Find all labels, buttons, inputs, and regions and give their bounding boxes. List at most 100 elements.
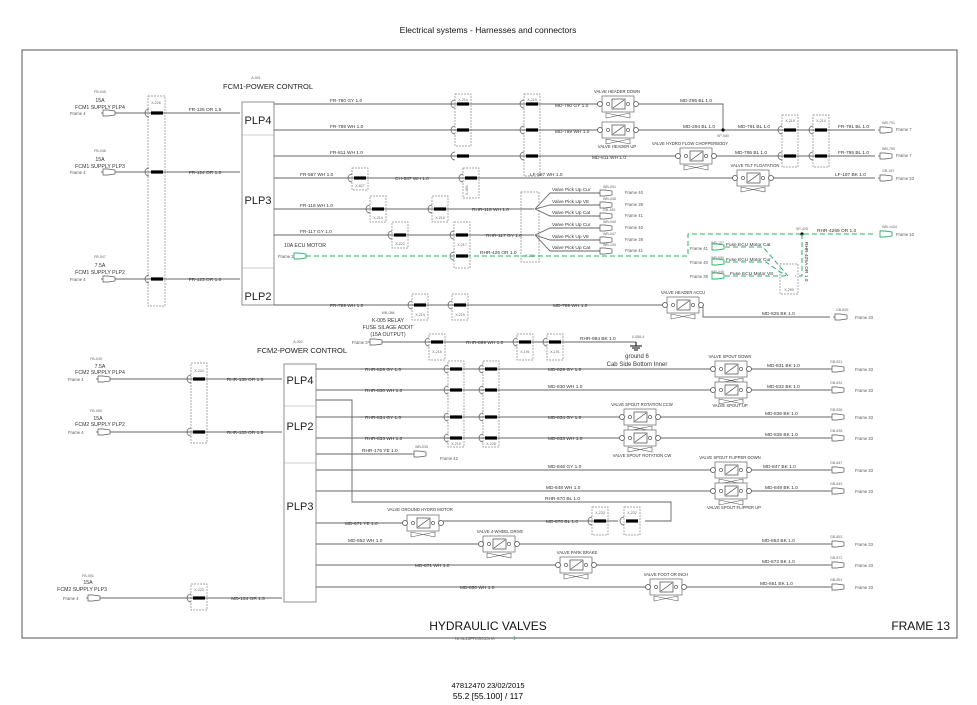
svg-text:10A ECU MOTOR: 10A ECU MOTOR: [284, 243, 326, 249]
fuse-fcm1-plp2: FB-047 7.5A FCM1 SUPPLY PLP2 Frame 4 FR-…: [70, 255, 240, 283]
drawing-reference: NHIL13FR00013HA: [455, 636, 495, 641]
svg-text:Frame 33: Frame 33: [855, 489, 874, 494]
svg-text:LF-187 BK 1.0: LF-187 BK 1.0: [835, 172, 866, 178]
svg-text:GB-849: GB-849: [830, 482, 842, 486]
svg-text:FB-049: FB-049: [90, 357, 102, 361]
svg-text:Frame 33: Frame 33: [855, 563, 874, 568]
svg-text:MD-811 WH 1.0: MD-811 WH 1.0: [592, 155, 626, 161]
svg-text:GB-847: GB-847: [830, 461, 842, 465]
svg-text:RHR-135 OR 1.5: RHR-135 OR 1.5: [227, 377, 264, 383]
section-title: HYDRAULIC VALVES: [429, 619, 547, 633]
svg-text:FCM1 SUPPLY PLP4: FCM1 SUPPLY PLP4: [75, 105, 125, 111]
svg-text:MD-671 YE 1.0: MD-671 YE 1.0: [345, 521, 378, 527]
circuit-foot-inch: MD-850 WH 1.0 VALVE FOOT OR INCH MD-851 …: [316, 572, 874, 602]
svg-text:15A: 15A: [95, 98, 105, 104]
circuit-pickup-1: FR-118 WH 1.0 X-214 X-215 RHR-118 WH 1.0…: [274, 185, 644, 263]
revision: 1: [513, 636, 516, 642]
svg-text:MD-825 BK 1.0: MD-825 BK 1.0: [762, 311, 795, 317]
svg-text:MD-789 WH 1.0: MD-789 WH 1.0: [555, 129, 590, 135]
svg-text:VALVE SPOUT FLIPPER UP: VALVE SPOUT FLIPPER UP: [707, 505, 761, 510]
svg-text:15A: 15A: [93, 416, 103, 422]
svg-text:ground 6: ground 6: [625, 354, 649, 360]
svg-text:WB-049: WB-049: [603, 220, 616, 224]
svg-text:X-214: X-214: [415, 313, 425, 317]
svg-text:RHR-425 OR 1.0: RHR-425 OR 1.0: [480, 250, 517, 256]
svg-text:Frame 33: Frame 33: [855, 468, 874, 473]
svg-text:Frame 33: Frame 33: [896, 176, 915, 181]
svg-text:FCM1 SUPPLY PLP3: FCM1 SUPPLY PLP3: [75, 164, 125, 170]
svg-text:15A: 15A: [95, 157, 105, 163]
svg-text:Frame 40: Frame 40: [625, 225, 644, 230]
svg-text:(15A OUTPUT): (15A OUTPUT): [370, 332, 405, 338]
svg-text:7.5A: 7.5A: [95, 263, 106, 269]
svg-text:Frame 2: Frame 2: [278, 254, 294, 259]
svg-text:Frame 40: Frame 40: [690, 260, 709, 265]
svg-text:FR-118 WH 1.0: FR-118 WH 1.0: [300, 203, 333, 209]
svg-text:GB-831: GB-831: [830, 360, 842, 364]
svg-text:FR-790 GY 1.0: FR-790 GY 1.0: [330, 98, 363, 104]
svg-text:VALVE TILT FLOATATION: VALVE TILT FLOATATION: [731, 163, 780, 168]
svg-text:X-191: X-191: [550, 350, 560, 354]
svg-text:X-214: X-214: [816, 119, 826, 123]
svg-text:FB-051: FB-051: [82, 574, 94, 578]
svg-text:15A: 15A: [83, 580, 93, 586]
svg-text:RHR-830 WH 1.0: RHR-830 WH 1.0: [365, 388, 403, 394]
svg-text:X-233: X-233: [595, 511, 605, 515]
svg-text:VALVE HEADER UP: VALVE HEADER UP: [598, 144, 637, 149]
svg-text:X-217: X-217: [457, 243, 467, 247]
svg-text:MD-849 BK 1.0: MD-849 BK 1.0: [765, 485, 798, 491]
fuse-fcm1-plp4: FB-045 15A FCM1 SUPPLY PLP4 Frame 4 FR-1…: [70, 90, 240, 117]
fcm1-plp4: PLP4: [245, 115, 272, 127]
svg-text:MD-834 GY 1.0: MD-834 GY 1.0: [548, 415, 582, 421]
frame-number: FRAME 13: [891, 619, 950, 633]
svg-text:RHR-834 GY 1.0: RHR-834 GY 1.0: [365, 415, 402, 421]
svg-text:WB-1424: WB-1424: [882, 225, 897, 229]
svg-text:X-215: X-215: [435, 216, 445, 220]
svg-text:Frame 41: Frame 41: [625, 213, 644, 218]
svg-text:FR-799 WH 1.0: FR-799 WH 1.0: [330, 303, 364, 309]
circuit-header-down: FR-790 GY 1.0 X-214 X-219 MD-790 GY 1.0 …: [274, 89, 724, 177]
svg-text:MD-831 BK 1.0: MD-831 BK 1.0: [767, 363, 800, 369]
svg-text:RHR-133 OR 1.5: RHR-133 OR 1.5: [227, 430, 264, 436]
svg-text:Valve Pick Up Cat: Valve Pick Up Cat: [552, 245, 591, 251]
circuit-hydro-flow: FR-811 WH 1.0 MD-811 WH 1.0 VALVE HYDRO …: [274, 141, 912, 171]
circuit-rhr176: RHR-176 YE 1.0 WB-035 Frame 42: [316, 445, 459, 461]
svg-text:FR-117 GY 1.0: FR-117 GY 1.0: [300, 229, 332, 235]
svg-text:Frame 4: Frame 4: [70, 111, 86, 116]
svg-text:MD-848 WH 1.0: MD-848 WH 1.0: [546, 485, 581, 491]
svg-text:Frame 4: Frame 4: [70, 170, 86, 175]
circuit-spout-down: RHR-829 GY 1.0 MD-829 GY 1.0 VALVE SPOUT…: [316, 354, 874, 384]
svg-text:Valve Pick Up Cat: Valve Pick Up Cat: [552, 210, 591, 216]
svg-text:MD-134 OR 1.5: MD-134 OR 1.5: [231, 596, 265, 602]
svg-text:FB-047: FB-047: [94, 255, 106, 259]
svg-text:Cab Side Bottom Inner: Cab Side Bottom Inner: [607, 362, 668, 368]
svg-text:Frame 4: Frame 4: [63, 596, 79, 601]
svg-text:MD-295 BL 1.0: MD-295 BL 1.0: [680, 98, 712, 104]
connector-x224: [190, 362, 208, 444]
svg-text:MD-829 GY 1.0: MD-829 GY 1.0: [548, 367, 582, 373]
svg-text:X-226: X-226: [151, 101, 161, 105]
svg-text:WB-795: WB-795: [882, 147, 895, 151]
svg-text:WB-050: WB-050: [711, 256, 724, 260]
fuse-fcm2-plp2: FB-050 15A FCM2 SUPPLY PLP2 Frame 4 RHR-…: [68, 409, 282, 436]
svg-text:WB-035: WB-035: [415, 445, 428, 449]
svg-text:MD-670 BL 1.0: MD-670 BL 1.0: [546, 519, 578, 525]
svg-text:X-083: X-083: [465, 185, 469, 195]
svg-text:FB-045: FB-045: [94, 90, 106, 94]
circuit-flipper-up: MD-848 WH 1.0 VALVE SPOUT FLIPPER UP MD-…: [316, 482, 874, 510]
fcm1-name: FCM1-POWER CONTROL: [223, 82, 313, 91]
svg-text:A-902: A-902: [293, 340, 303, 344]
svg-text:RHR-994 BK 1.0: RHR-994 BK 1.0: [580, 336, 616, 342]
svg-text:X-827: X-827: [355, 184, 365, 188]
svg-text:WB-047: WB-047: [603, 232, 616, 236]
svg-text:FCM2 SUPPLY PLP4: FCM2 SUPPLY PLP4: [75, 370, 125, 376]
svg-text:X-215: X-215: [451, 442, 461, 446]
svg-text:MD-833 WH 1.0: MD-833 WH 1.0: [548, 436, 583, 442]
splice-sp425: SP-425: [796, 227, 808, 231]
svg-text:X-214: X-214: [458, 98, 468, 102]
svg-text:Frame 4: Frame 4: [68, 430, 84, 435]
svg-text:MD-835 BK 1.0: MD-835 BK 1.0: [765, 432, 798, 438]
svg-text:VALVE 4-WHEEL DRIVE: VALVE 4-WHEEL DRIVE: [477, 529, 524, 534]
svg-text:FB-050: FB-050: [90, 409, 102, 413]
svg-text:X-223: X-223: [194, 588, 204, 592]
